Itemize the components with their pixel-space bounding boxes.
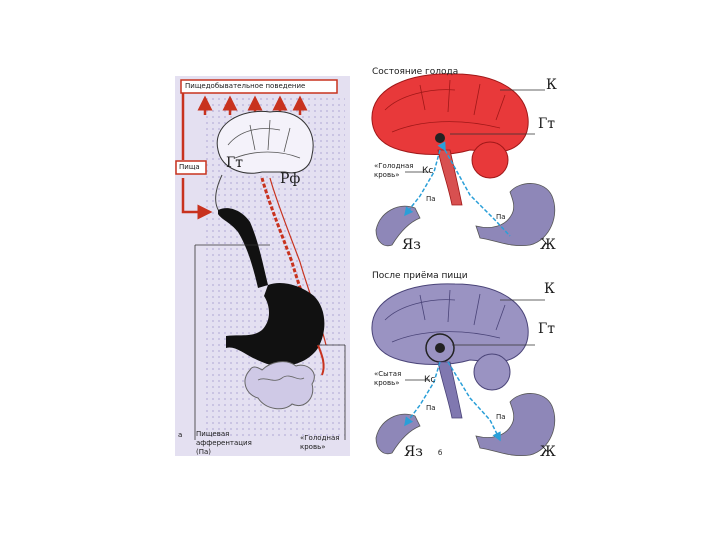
- top-gt-label: Гт: [538, 117, 555, 131]
- bottom-pa-left: Па: [426, 405, 436, 412]
- top-tongue-label: Яз: [402, 238, 421, 252]
- brainstem-sated: [438, 362, 462, 418]
- top-kc-label: Кс: [422, 167, 433, 176]
- hypothalamus-hungry: [435, 133, 445, 143]
- top-pa-left: Па: [426, 196, 436, 203]
- bottom-title: После приёма пищи: [372, 272, 468, 281]
- left-hungry-blood-line-1: «Голодная: [300, 434, 340, 443]
- top-title: Состояние голода: [372, 68, 458, 77]
- bottom-k-label: К: [544, 282, 555, 296]
- bottom-blood-label: «Сытая кровь»: [374, 370, 401, 388]
- afferent-line-3: (Па): [196, 448, 252, 457]
- panel-b-letter: б: [438, 450, 442, 457]
- top-stomach-label: Ж: [540, 238, 556, 252]
- panel-a-letter: а: [178, 432, 182, 439]
- top-blood-label: «Голодная кровь»: [374, 162, 414, 180]
- afferent-label: Пищевая афферентация (Па): [196, 430, 252, 457]
- top-blood-line-1: «Голодная: [374, 162, 414, 171]
- afferent-line-2: афферентация: [196, 439, 252, 448]
- food-label: Пища: [179, 164, 200, 171]
- afferent-line-1: Пищевая: [196, 430, 252, 439]
- behavior-label: Пищедобывательное поведение: [185, 83, 305, 90]
- top-blood-line-2: кровь»: [374, 171, 414, 180]
- top-k-label: К: [546, 78, 557, 92]
- left-hungry-blood-label: «Голодная кровь»: [300, 434, 340, 452]
- left-panel: [175, 76, 350, 456]
- cerebellum-sated: [474, 354, 510, 390]
- hypothalamus-sated: [435, 343, 445, 353]
- top-pa-right: Па: [496, 214, 506, 221]
- left-hungry-blood-line-2: кровь»: [300, 443, 340, 452]
- left-rf-label: Рф: [280, 172, 300, 186]
- bottom-blood-line-2: кровь»: [374, 379, 401, 388]
- cerebellum-hungry: [472, 142, 508, 178]
- bottom-gt-label: Гт: [538, 322, 555, 336]
- bottom-kc-label: Кс: [424, 376, 435, 385]
- cortex-hungry: [372, 74, 528, 155]
- left-gt-label: Гт: [226, 156, 243, 170]
- bottom-tongue-label: Яз: [404, 445, 423, 459]
- bottom-pa-right: Па: [496, 414, 506, 421]
- bottom-blood-line-1: «Сытая: [374, 370, 401, 379]
- bottom-stomach-label: Ж: [540, 445, 556, 459]
- cortex-sated: [372, 284, 528, 365]
